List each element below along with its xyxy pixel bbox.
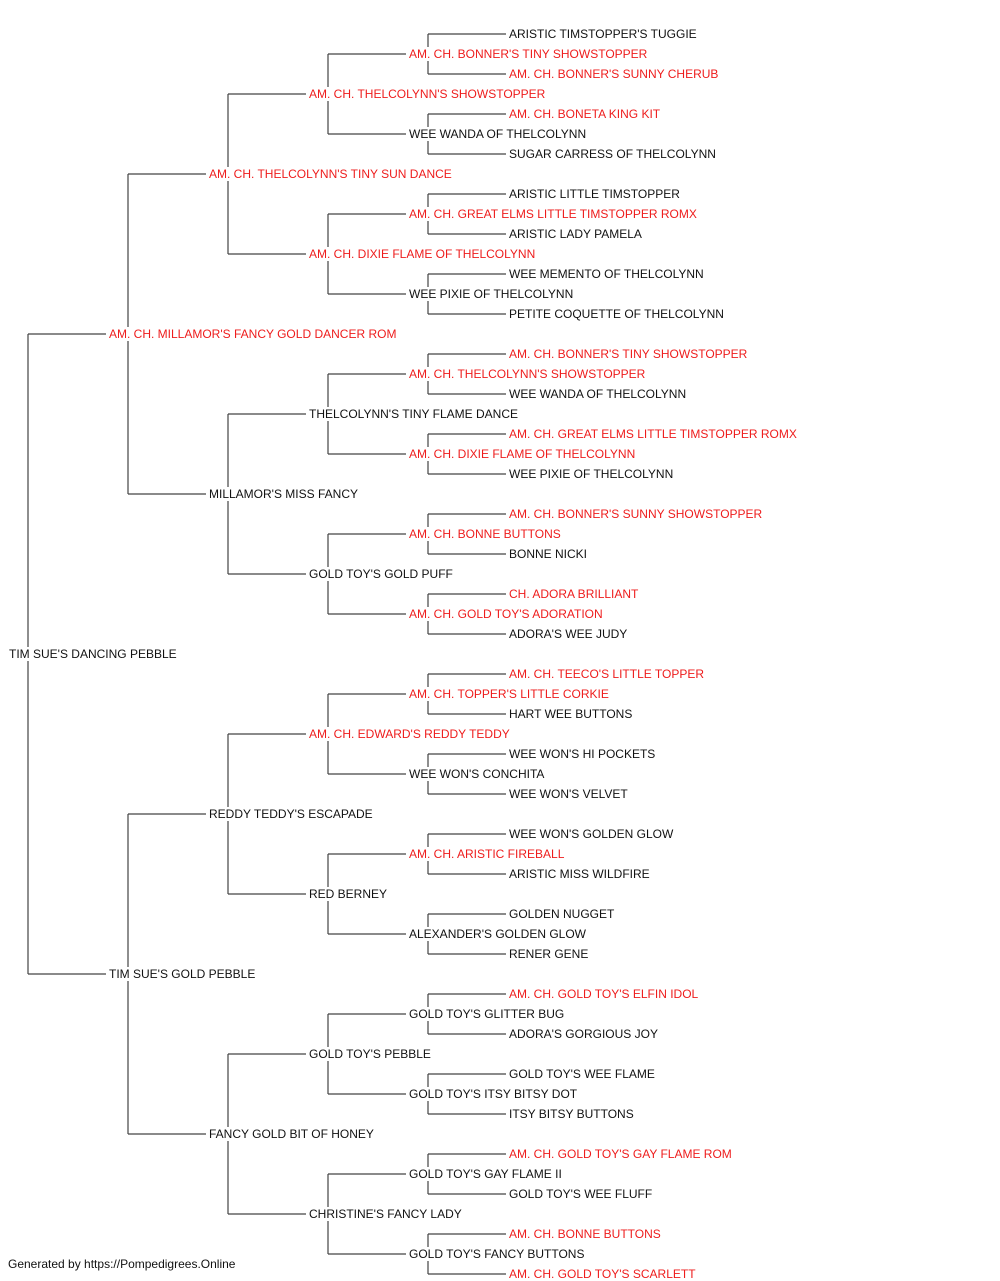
ancestor-name: REDDY TEDDY'S ESCAPADE — [208, 807, 374, 821]
ancestor-name: AM. CH. BONNER'S SUNNY SHOWSTOPPER — [508, 507, 764, 521]
ancestor-name: GOLD TOY'S FANCY BUTTONS — [408, 1247, 586, 1261]
ancestor-name: AM. CH. THELCOLYNN'S SHOWSTOPPER — [408, 367, 647, 381]
ancestor-name: ITSY BITSY BUTTONS — [508, 1107, 635, 1121]
ancestor-name: WEE PIXIE OF THELCOLYNN — [408, 287, 575, 301]
ancestor-name: HART WEE BUTTONS — [508, 707, 634, 721]
ancestor-name: AM. CH. DIXIE FLAME OF THELCOLYNN — [408, 447, 637, 461]
ancestor-name: SUGAR CARRESS OF THELCOLYNN — [508, 147, 717, 161]
ancestor-name: ADORA'S GORGIOUS JOY — [508, 1027, 659, 1041]
ancestor-name: AM. CH. GOLD TOY'S GAY FLAME ROM — [508, 1147, 733, 1161]
ancestor-name: AM. CH. EDWARD'S REDDY TEDDY — [308, 727, 511, 741]
ancestor-name: AM. CH. BONETA KING KIT — [508, 107, 662, 121]
ancestor-name: AM. CH. THELCOLYNN'S TINY SUN DANCE — [208, 167, 453, 181]
ancestor-name: AM. CH. TEECO'S LITTLE TOPPER — [508, 667, 706, 681]
ancestor-name: WEE WON'S VELVET — [508, 787, 629, 801]
ancestor-name: ARISTIC LITTLE TIMSTOPPER — [508, 187, 681, 201]
ancestor-name: ADORA'S WEE JUDY — [508, 627, 629, 641]
ancestor-name: ARISTIC TIMSTOPPER'S TUGGIE — [508, 27, 698, 41]
ancestor-name: AM. CH. BONNER'S TINY SHOWSTOPPER — [508, 347, 749, 361]
ancestor-name: GOLD TOY'S WEE FLUFF — [508, 1187, 654, 1201]
ancestor-name: AM. CH. ARISTIC FIREBALL — [408, 847, 566, 861]
ancestor-name: AM. CH. BONNER'S TINY SHOWSTOPPER — [408, 47, 649, 61]
ancestor-name: GOLD TOY'S ITSY BITSY DOT — [408, 1087, 579, 1101]
ancestor-name: WEE PIXIE OF THELCOLYNN — [508, 467, 675, 481]
ancestor-name: GOLD TOY'S GOLD PUFF — [308, 567, 454, 581]
ancestor-name: THELCOLYNN'S TINY FLAME DANCE — [308, 407, 520, 421]
ancestor-name: PETITE COQUETTE OF THELCOLYNN — [508, 307, 725, 321]
ancestor-name: AM. CH. DIXIE FLAME OF THELCOLYNN — [308, 247, 537, 261]
ancestor-name: WEE WON'S CONCHITA — [408, 767, 546, 781]
ancestor-name: TIM SUE'S GOLD PEBBLE — [108, 967, 257, 981]
ancestor-name: AM. CH. GOLD TOY'S ELFIN IDOL — [508, 987, 700, 1001]
ancestor-name: AM. CH. GREAT ELMS LITTLE TIMSTOPPER ROM… — [408, 207, 698, 221]
ancestor-name: GOLD TOY'S GAY FLAME II — [408, 1167, 563, 1181]
ancestor-name: AM. CH. GREAT ELMS LITTLE TIMSTOPPER ROM… — [508, 427, 798, 441]
ancestor-name: WEE WANDA OF THELCOLYNN — [508, 387, 688, 401]
ancestor-name: WEE WON'S HI POCKETS — [508, 747, 657, 761]
ancestor-name: AM. CH. BONNE BUTTONS — [508, 1227, 662, 1241]
ancestor-name: RED BERNEY — [308, 887, 389, 901]
ancestor-name: AM. CH. THELCOLYNN'S SHOWSTOPPER — [308, 87, 547, 101]
generated-by-footer: Generated by https://Pompedigrees.Online — [8, 1257, 236, 1271]
ancestor-name: GOLD TOY'S WEE FLAME — [508, 1067, 656, 1081]
ancestor-name: AM. CH. BONNE BUTTONS — [408, 527, 562, 541]
ancestor-name: WEE MEMENTO OF THELCOLYNN — [508, 267, 705, 281]
ancestor-name: AM. CH. GOLD TOY'S SCARLETT — [508, 1267, 697, 1281]
ancestor-name: GOLDEN NUGGET — [508, 907, 616, 921]
ancestor-name: AM. CH. TOPPER'S LITTLE CORKIE — [408, 687, 610, 701]
ancestor-name: MILLAMOR'S MISS FANCY — [208, 487, 359, 501]
ancestor-name: BONNE NICKI — [508, 547, 589, 561]
ancestor-name: GOLD TOY'S PEBBLE — [308, 1047, 432, 1061]
ancestor-name: ARISTIC MISS WILDFIRE — [508, 867, 651, 881]
ancestor-name: WEE WON'S GOLDEN GLOW — [508, 827, 675, 841]
ancestor-name: GOLD TOY'S GLITTER BUG — [408, 1007, 566, 1021]
ancestor-name: AM. CH. BONNER'S SUNNY CHERUB — [508, 67, 720, 81]
ancestor-name: CH. ADORA BRILLIANT — [508, 587, 640, 601]
ancestor-name: ARISTIC LADY PAMELA — [508, 227, 643, 241]
ancestor-name: AM. CH. GOLD TOY'S ADORATION — [408, 607, 604, 621]
ancestor-name: FANCY GOLD BIT OF HONEY — [208, 1127, 375, 1141]
ancestor-name: ALEXANDER'S GOLDEN GLOW — [408, 927, 587, 941]
ancestor-name: CHRISTINE'S FANCY LADY — [308, 1207, 463, 1221]
ancestor-name: RENER GENE — [508, 947, 590, 961]
subject-dog-name: TIM SUE'S DANCING PEBBLE — [8, 647, 178, 661]
ancestor-name: AM. CH. MILLAMOR'S FANCY GOLD DANCER ROM — [108, 327, 398, 341]
ancestor-name: WEE WANDA OF THELCOLYNN — [408, 127, 588, 141]
